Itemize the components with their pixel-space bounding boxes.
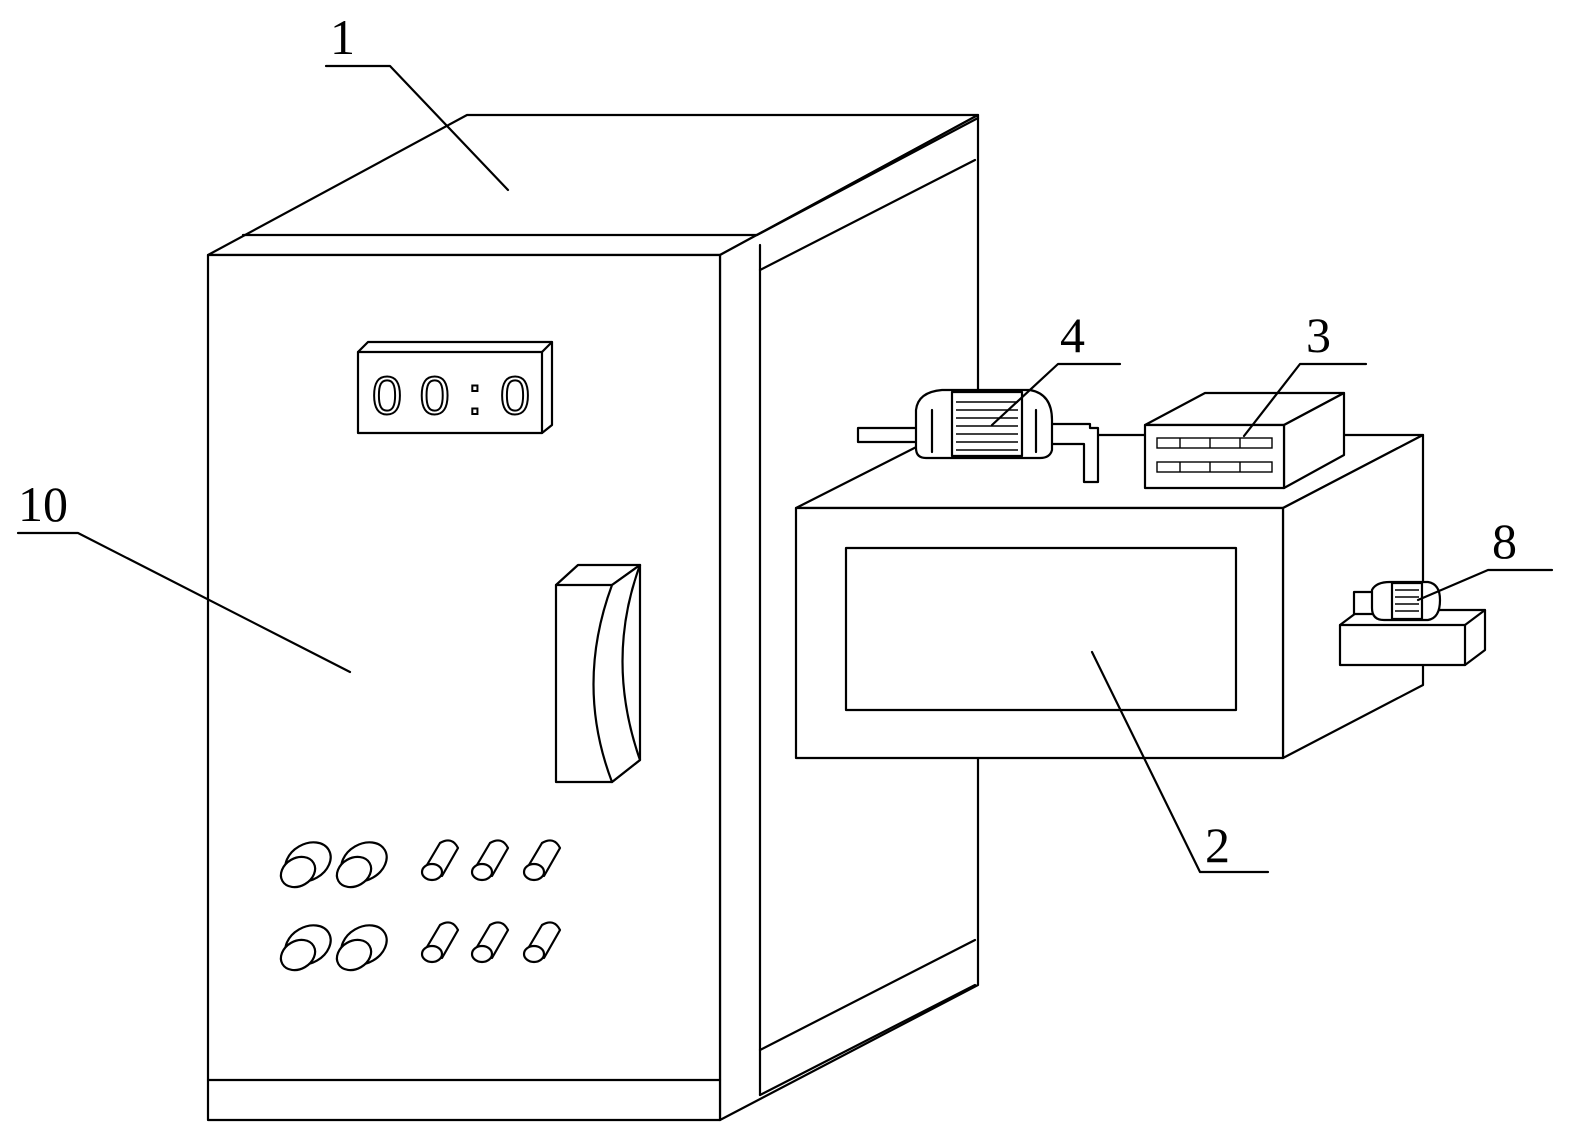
digital-display: 00:0 xyxy=(356,340,554,435)
label-3: 3 xyxy=(1306,307,1331,363)
leader-3 xyxy=(1242,362,1368,438)
motor-8 xyxy=(1338,580,1487,667)
side-box xyxy=(794,433,1425,760)
label-10: 10 xyxy=(18,476,68,532)
button[interactable] xyxy=(275,917,337,976)
button[interactable] xyxy=(331,834,393,893)
knob[interactable] xyxy=(420,839,460,882)
knob[interactable] xyxy=(420,921,460,964)
button[interactable] xyxy=(331,917,393,976)
control-buttons xyxy=(275,834,562,976)
control-box-3 xyxy=(1143,391,1346,490)
knob[interactable] xyxy=(522,839,562,882)
side-lower-rail xyxy=(758,938,977,1052)
motor-4 xyxy=(856,388,1100,484)
label-8: 8 xyxy=(1492,513,1517,569)
leader-lines xyxy=(16,64,1554,874)
door-handle[interactable] xyxy=(554,563,642,784)
reference-numerals: 1 2 3 4 8 10 xyxy=(18,9,1517,873)
top-rim-line xyxy=(241,116,980,237)
leader-8 xyxy=(1416,568,1554,602)
knob[interactable] xyxy=(470,839,510,882)
label-1: 1 xyxy=(330,9,355,65)
knob[interactable] xyxy=(470,921,510,964)
side-bottom-rail xyxy=(758,983,977,1097)
leader-10 xyxy=(16,531,352,674)
leader-4 xyxy=(990,362,1122,427)
side-box-window xyxy=(844,546,1238,712)
button[interactable] xyxy=(275,834,337,893)
label-4: 4 xyxy=(1060,307,1085,363)
label-2: 2 xyxy=(1205,817,1230,873)
leader-2 xyxy=(1090,650,1270,874)
leader-1 xyxy=(324,64,510,192)
side-upper-rail xyxy=(758,158,977,272)
knob[interactable] xyxy=(522,921,562,964)
